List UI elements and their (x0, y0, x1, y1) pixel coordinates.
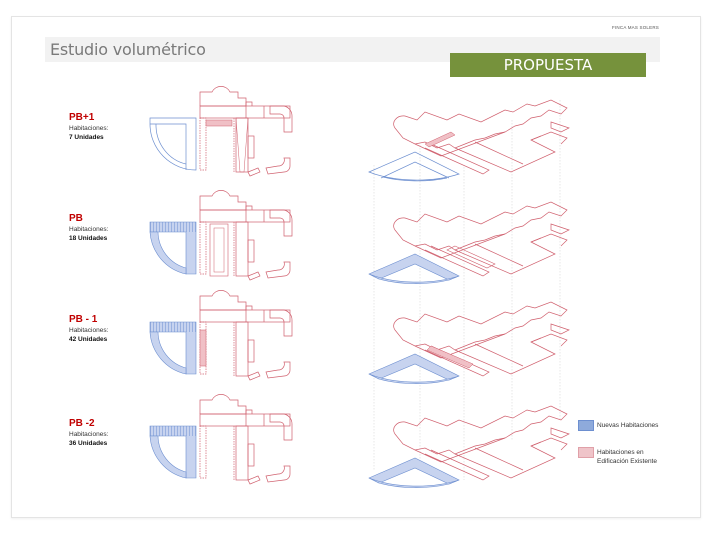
level-caption: Habitaciones: (69, 431, 109, 438)
title-bar: Estudio volumétrico (45, 37, 660, 62)
level-count: 18 Unidades (69, 235, 108, 242)
iso-pb (368, 201, 570, 284)
level-count: 42 Unidades (69, 336, 108, 343)
legend-label: Nuevas Habitaciones (597, 422, 659, 429)
level-caption: Habitaciones: (69, 125, 109, 132)
plan-pb-plus-1 (149, 86, 293, 177)
level-count: 36 Unidades (69, 440, 108, 447)
drawing-sheet (11, 16, 701, 518)
legend-swatch-existing (578, 447, 594, 458)
level-label-pb-minus-2: PB -2 Habitaciones: 36 Unidades (69, 418, 108, 448)
level-name: PB (69, 213, 83, 224)
level-label-pb: PB Habitaciones: 18 Unidades (69, 213, 108, 243)
level-name: PB+1 (69, 112, 95, 123)
project-name: FINCA MAS SOLERS (612, 25, 659, 30)
vertical-guides (373, 100, 561, 480)
legend-label: Edificación Existente (597, 458, 657, 465)
level-name: PB -2 (69, 418, 95, 429)
iso-pb-minus-2 (368, 405, 570, 488)
level-label-pb-plus-1: PB+1 Habitaciones: 7 Unidades (69, 112, 108, 142)
page-title: Estudio volumétrico (50, 40, 206, 59)
legend-label: Habitaciones en (597, 449, 644, 456)
level-name: PB - 1 (69, 314, 98, 325)
level-count: 7 Unidades (69, 134, 104, 141)
legend-swatch-new (578, 420, 594, 431)
level-caption: Habitaciones: (69, 226, 109, 233)
iso-pb-plus-1 (368, 99, 570, 182)
level-label-pb-minus-1: PB - 1 Habitaciones: 42 Unidades (69, 314, 108, 344)
iso-pb-minus-1 (368, 301, 570, 384)
plan-pb-minus-1 (149, 290, 293, 381)
proposal-badge: PROPUESTA (450, 53, 646, 77)
level-caption: Habitaciones: (69, 327, 109, 334)
plan-pb-minus-2 (149, 394, 293, 485)
plan-pb (149, 190, 293, 281)
